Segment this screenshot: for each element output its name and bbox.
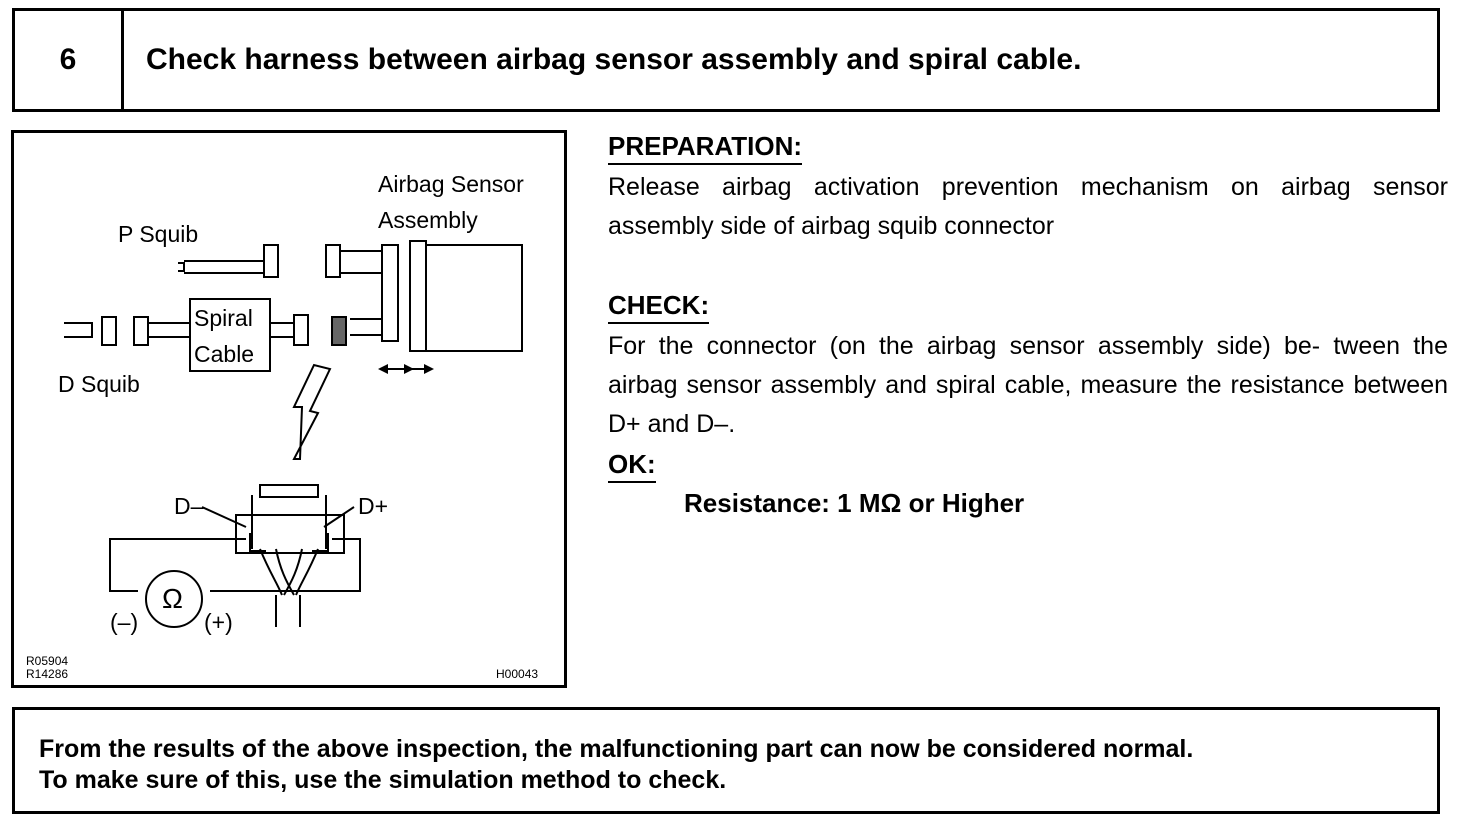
wiring-illustration: Airbag Sensor Assembly P Squib D Squib S… — [11, 130, 567, 688]
ohmmeter-circle — [145, 570, 203, 628]
p-squib-label: P Squib — [118, 221, 199, 247]
preparation-text: Release airbag activation prevention mec… — [608, 173, 1448, 240]
conclusion-box: From the results of the above inspection… — [12, 707, 1440, 814]
p-squib-plug — [263, 244, 279, 278]
conclusion-line-2: To make sure of this, use the simulation… — [39, 766, 727, 794]
sensor-p-body — [340, 250, 383, 274]
figure-code-right: H00043 — [496, 667, 539, 681]
preparation-heading: PREPARATION: — [608, 131, 803, 165]
sensor-d-body — [350, 318, 383, 336]
check-heading: CHECK: — [608, 290, 710, 324]
spiral-label: Spiral — [194, 305, 253, 331]
sensor-p-plug — [325, 244, 341, 278]
downward-arrow — [292, 363, 332, 460]
airbag-sensor-label: Airbag Sensor — [378, 171, 524, 197]
negative-terminal-label: (–) — [110, 609, 139, 635]
d-minus-label: D– — [174, 493, 204, 519]
check-text: For the connector (on the airbag sensor … — [608, 332, 1448, 438]
diagram-drawing — [64, 240, 523, 628]
sensor-d-plug — [331, 316, 347, 346]
spiral-right-plug — [293, 314, 309, 346]
positive-terminal-label: (+) — [204, 609, 233, 635]
p-squib-wire — [184, 260, 265, 274]
wire-bundle — [275, 595, 301, 627]
step-title: Check harness between airbag sensor asse… — [146, 43, 1082, 76]
d-squib-plug — [101, 316, 117, 346]
spiral-left-plug — [133, 316, 149, 346]
sensor-mating-block — [409, 240, 427, 352]
d-minus-leader — [201, 506, 247, 528]
ok-spec: Resistance: 1 MΩ or Higher — [684, 488, 1025, 518]
d-plus-leader — [323, 506, 355, 528]
p-squib-tip — [178, 262, 185, 272]
step-number: 6 — [15, 11, 124, 109]
connector-body — [235, 514, 345, 554]
spiral-cable-box — [189, 298, 271, 372]
figure-code-2: R14286 — [26, 667, 69, 681]
connector-wires — [259, 548, 319, 596]
d-plus-label: D+ — [358, 493, 389, 519]
connector-pins — [249, 533, 329, 552]
spiral-right-wire — [270, 322, 295, 338]
ohm-symbol: Ω — [162, 583, 183, 614]
conclusion-line-1: From the results of the above inspection… — [39, 735, 1194, 763]
meter-lead-negative — [109, 538, 246, 592]
d-squib-label: D Squib — [58, 371, 140, 397]
figure-code-1: R05904 — [26, 654, 69, 668]
sensor-connector-block — [381, 244, 399, 342]
cable-label: Cable — [194, 341, 255, 367]
ok-heading: OK: — [608, 449, 656, 483]
step-header: 6 Check harness between airbag sensor as… — [12, 8, 1440, 112]
d-squib-wire — [64, 322, 93, 338]
meter-lead-positive — [210, 538, 361, 592]
airbag-sensor-label-2: Assembly — [378, 207, 478, 233]
connector-top — [251, 484, 327, 549]
spiral-left-wire — [148, 322, 191, 338]
sensor-assembly-body — [426, 244, 523, 352]
